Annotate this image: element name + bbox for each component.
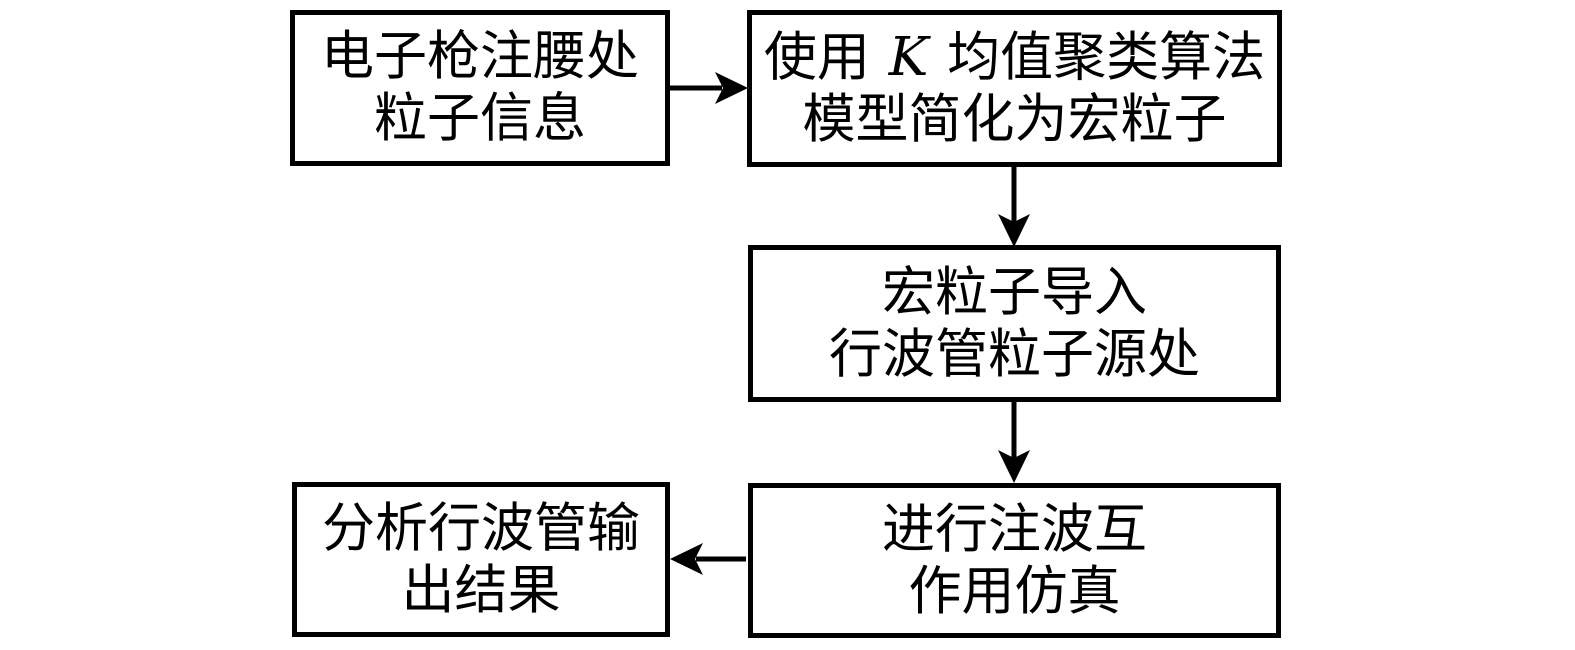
flow-box-text-line: 作用仿真 [908, 560, 1121, 622]
arrow-simulation-to-analysis [670, 543, 746, 575]
flow-box-text-line: 行波管粒子源处 [829, 323, 1200, 385]
flow-box-text-line: 粒子信息 [374, 88, 586, 149]
flow-box-text-line: 使用 K 均值聚类算法 [764, 27, 1265, 89]
kmeans-text-prefix: 使用 [763, 26, 887, 88]
flow-box-beam-wave-simulation: 进行注波互 作用仿真 [748, 483, 1281, 638]
flow-box-text-line: 出结果 [401, 559, 561, 621]
arrow-macro-import-to-simulation [998, 400, 1030, 483]
flow-box-kmeans-simplify: 使用 K 均值聚类算法 模型简化为宏粒子 [747, 10, 1282, 167]
kmeans-variable-k: K [888, 26, 929, 88]
flow-box-text-line: 进行注波互 [882, 498, 1147, 560]
kmeans-text-suffix: 均值聚类算法 [930, 26, 1266, 88]
arrowhead-down-icon [998, 450, 1030, 483]
flow-box-electron-gun-info: 电子枪注腰处 粒子信息 [290, 10, 670, 166]
flow-box-text-line: 模型简化为宏粒子 [802, 88, 1227, 150]
flow-box-text-line: 分析行波管输 [322, 497, 640, 559]
arrow-kmeans-to-macro-import [998, 165, 1030, 247]
flow-box-text-line: 电子枪注腰处 [321, 26, 639, 87]
flow-box-analyze-output: 分析行波管输 出结果 [292, 482, 670, 637]
arrowhead-left-icon [670, 543, 703, 575]
arrowhead-down-icon [998, 214, 1030, 247]
arrow-electron-gun-to-kmeans [668, 72, 748, 104]
arrowhead-right-icon [715, 72, 748, 104]
flow-box-text-line: 宏粒子导入 [882, 261, 1147, 323]
flow-box-macro-particle-import: 宏粒子导入 行波管粒子源处 [748, 245, 1281, 402]
